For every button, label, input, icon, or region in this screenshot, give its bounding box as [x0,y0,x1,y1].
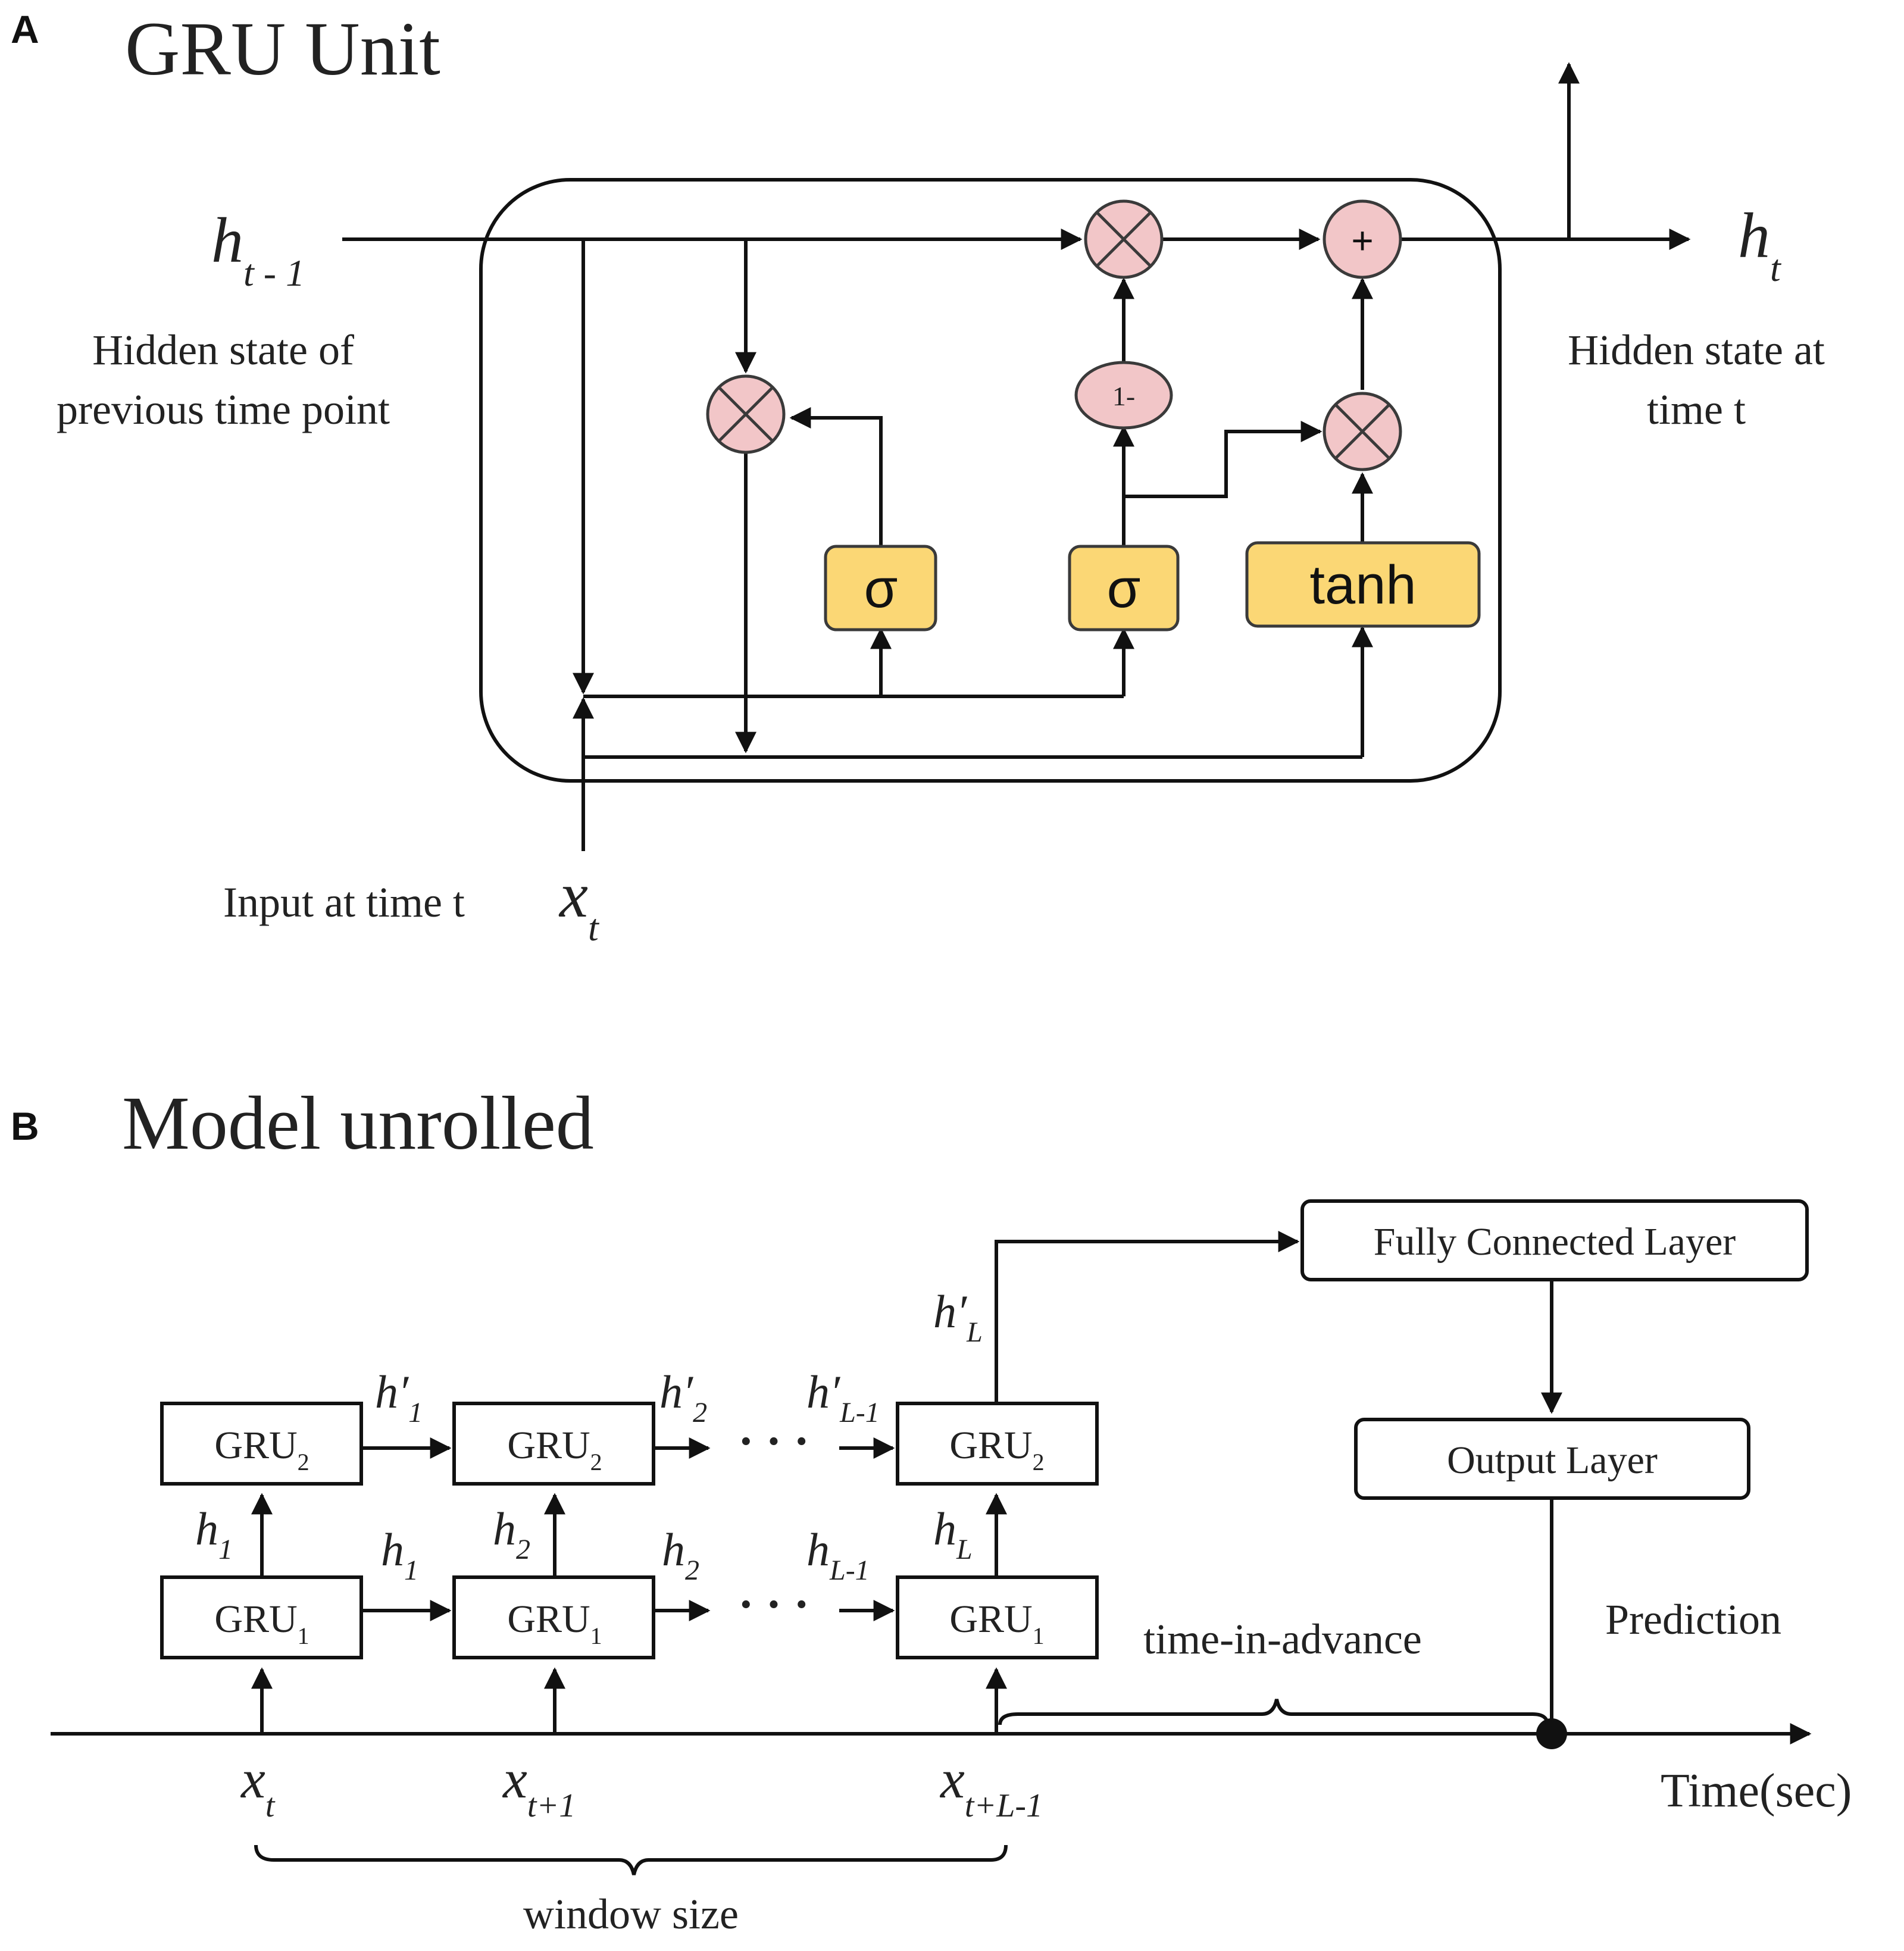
gru-cell-outline [479,178,1502,783]
reset-gate-to-mult [789,407,883,548]
candidate-multiply-op [1323,392,1402,471]
gru2-c: GRU2 [896,1402,1099,1486]
gru1-b-label: GRU1 [507,1597,602,1649]
gru1-b: GRU1 [452,1575,655,1659]
hprime-L1-label: h′L-1 [806,1366,880,1428]
xt-label: xt [240,1749,276,1824]
hprime-1-label: h′1 [375,1366,423,1428]
fc-label: Fully Connected Layer [1374,1220,1736,1264]
prediction-point [1536,1718,1567,1749]
one-minus-op: 1- [1074,361,1173,430]
gru2-b-label: GRU2 [507,1424,602,1475]
one-minus-label: 1- [1112,381,1135,411]
panel-b-title: Model unrolled [122,1081,594,1165]
gru2c-to-fc [995,1231,1300,1403]
h2-up-label: h2 [493,1503,530,1565]
hprev-symbol: ht - 1 [211,205,305,294]
h1-up-label: h1 [195,1503,233,1565]
reset-multiply-op [706,374,786,454]
update-multiply-op [1084,199,1164,279]
hprime-L-label: h′L [933,1286,983,1348]
reset-gate: σ [824,545,937,631]
window-size-label: window size [523,1890,739,1938]
hprev-desc-line2: previous time point [57,386,390,433]
h2-right-label: h2 [662,1524,699,1586]
tanh-gate-label: tanh [1309,555,1416,615]
hout-desc-line1: Hidden state at [1568,326,1825,374]
reset-gate-label: σ [864,558,898,619]
panel-b-letter: B [11,1104,39,1148]
xt-symbol: xt [558,860,600,949]
xtL1-label: xt+L-1 [939,1749,1043,1824]
plus-op: + [1323,199,1402,279]
gru2-a-label: GRU2 [214,1424,309,1475]
gru2-a: GRU2 [160,1402,363,1486]
gru2-c-label: GRU2 [949,1424,1044,1475]
xt1-label: xt+1 [502,1749,576,1824]
gru1-a-label: GRU1 [214,1597,309,1649]
panel-a-title: GRU Unit [125,7,440,91]
time-in-advance-label: time-in-advance [1143,1615,1422,1663]
panel-a: A GRU Unit [11,7,1825,949]
fully-connected-layer: Fully Connected Layer [1300,1199,1809,1281]
prediction-label: Prediction [1605,1596,1781,1643]
update-gate-label: σ [1107,558,1141,619]
hL1-right-label: hL-1 [806,1524,870,1586]
hL-up-label: hL [933,1503,973,1565]
tanh-gate: tanh [1245,541,1481,628]
panel-a-letter: A [11,7,39,51]
panel-b: B Model unrolled Time(sec) GRU1 GRU1 GRU… [11,1081,1852,1938]
gru2-b: GRU2 [452,1402,655,1486]
hout-desc-line2: time t [1647,386,1746,433]
time-in-advance-brace [998,1699,1549,1725]
time-axis-label: Time(sec) [1661,1765,1852,1817]
output-label: Output Layer [1447,1439,1658,1482]
gru1-c-label: GRU1 [949,1597,1044,1649]
update-gate-to-candidate-mult [1124,421,1323,498]
window-size-brace [254,1844,1008,1875]
hprime-2-label: h′2 [659,1366,707,1428]
hout-symbol: ht [1738,201,1782,289]
h1-right-label: h1 [381,1524,418,1586]
update-gate: σ [1068,545,1180,631]
ellipsis-row2: · · · [738,1415,809,1468]
input-desc: Input at time t [223,878,465,926]
gru1-c: GRU1 [896,1575,1099,1659]
ellipsis-row1: · · · [738,1578,809,1631]
output-layer: Output Layer [1354,1418,1750,1500]
hprev-desc-line1: Hidden state of [92,326,354,374]
plus-op-label: + [1351,219,1373,262]
gru1-a: GRU1 [160,1575,363,1659]
